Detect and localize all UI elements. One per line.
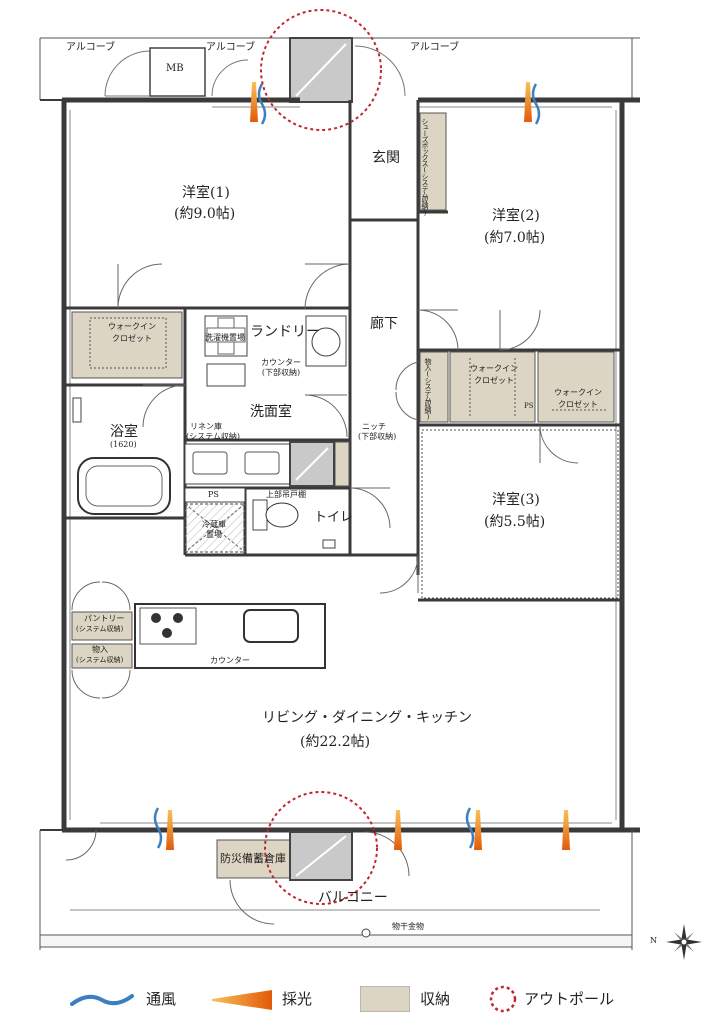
counter-lower-label: カウンター(下部収納) xyxy=(261,358,301,377)
alcove-area xyxy=(39,37,640,103)
legend-outpole-label: アウトポール xyxy=(524,990,615,1008)
room1-size: (約9.0帖) xyxy=(174,206,236,222)
linen-label-2: (システム収納) xyxy=(186,432,241,441)
storage-swatch-icon xyxy=(360,986,410,1012)
niche-label-1: ニッチ xyxy=(362,422,386,431)
room3-size: (約5.5帖) xyxy=(484,514,546,530)
room3-name: 洋室(3) xyxy=(492,492,540,508)
shoebox-storage xyxy=(419,112,447,211)
counter-label: カウンター xyxy=(210,656,250,665)
genkan-label: 玄関 xyxy=(372,150,400,166)
light-icon xyxy=(212,990,272,1010)
storage2-label-1: 物入 xyxy=(92,645,108,654)
storage-areas xyxy=(71,112,615,879)
wic3-label-1: ウォークイン xyxy=(554,388,602,397)
linen-label-1: リネン庫 xyxy=(190,422,222,431)
outpole-circle-icon xyxy=(489,985,517,1013)
drying-label: 物干金物 xyxy=(392,922,424,931)
fixtures xyxy=(39,315,633,950)
pantry-label-2: (システム収納) xyxy=(76,625,124,633)
wind-marks xyxy=(153,83,541,849)
room2-size: (約7.0帖) xyxy=(484,230,546,246)
bath-label-2: (1620) xyxy=(110,440,137,449)
balcony-label: バルコニー xyxy=(318,890,388,906)
wic1-label-1: ウォークイン xyxy=(108,322,156,331)
niche-label-2: (下部収納) xyxy=(358,432,397,441)
toilet-label: トイレ xyxy=(314,510,354,525)
wind-icon xyxy=(70,994,134,1006)
storage-sys-label: 物入(システム収納) xyxy=(424,358,433,420)
washer-label: 洗濯機置場 xyxy=(205,333,245,342)
shoebox-label: シューズボックス(システム収納) xyxy=(421,118,430,216)
laundry-label: ランドリー xyxy=(250,324,320,340)
pantry-storage xyxy=(71,611,133,641)
window-strips xyxy=(69,106,617,824)
floor-plan xyxy=(39,9,702,960)
washroom-label: 洗面室 xyxy=(250,404,292,420)
outpole-circles xyxy=(260,9,382,905)
legend-light-label: 採光 xyxy=(282,990,313,1008)
compass-icon xyxy=(666,924,702,960)
wic3-label-2: クロゼット xyxy=(558,400,598,409)
mb-label: MB xyxy=(166,63,184,74)
wic2-label-1: ウォークイン xyxy=(470,364,518,373)
mb-closet xyxy=(149,47,206,97)
wic2-label-2: クロゼット xyxy=(474,376,514,385)
storage2 xyxy=(71,643,133,669)
bath-label-1: 浴室 xyxy=(110,424,138,440)
storage2-label-2: (システム収納) xyxy=(76,656,124,664)
sink xyxy=(243,609,299,643)
wic1-label-2: クロゼット xyxy=(112,334,152,343)
light-marks xyxy=(166,82,570,850)
alcove-mid-label: アルコーブ xyxy=(206,42,256,53)
hallway-label: 廊下 xyxy=(370,316,398,332)
ps2-label: PS xyxy=(524,402,534,410)
niche-storage xyxy=(334,441,350,487)
fridge-label-1: 冷蔵庫 xyxy=(202,520,226,529)
wic2-storage xyxy=(449,351,536,423)
alcove-left-label: アルコーブ xyxy=(66,42,116,53)
room2-name: 洋室(2) xyxy=(492,208,540,224)
disaster-label: 防災備蓄倉庫 xyxy=(220,852,286,865)
north-label: N xyxy=(650,936,657,945)
upper-shelf-label: 上部吊戸棚 xyxy=(266,490,306,499)
alcove-right-label: アルコーブ xyxy=(410,42,460,53)
pantry-label-1: パントリー xyxy=(84,614,125,623)
ldk-name: リビング・ダイニング・キッチン xyxy=(262,710,472,726)
room1-name: 洋室(1) xyxy=(182,185,230,201)
fridge-label-2: 置場 xyxy=(206,530,222,539)
storage-sys xyxy=(419,351,449,423)
disaster-storage xyxy=(216,839,296,879)
legend: 通風 採光 収納 アウトポール xyxy=(0,980,703,1024)
ldk-size: (約22.2帖) xyxy=(300,734,371,750)
wic3-storage xyxy=(537,351,615,423)
door-swings xyxy=(65,263,579,925)
ps1-label: PS xyxy=(208,490,219,499)
legend-wind-label: 通風 xyxy=(146,990,177,1008)
legend-storage-label: 収納 xyxy=(420,990,451,1008)
